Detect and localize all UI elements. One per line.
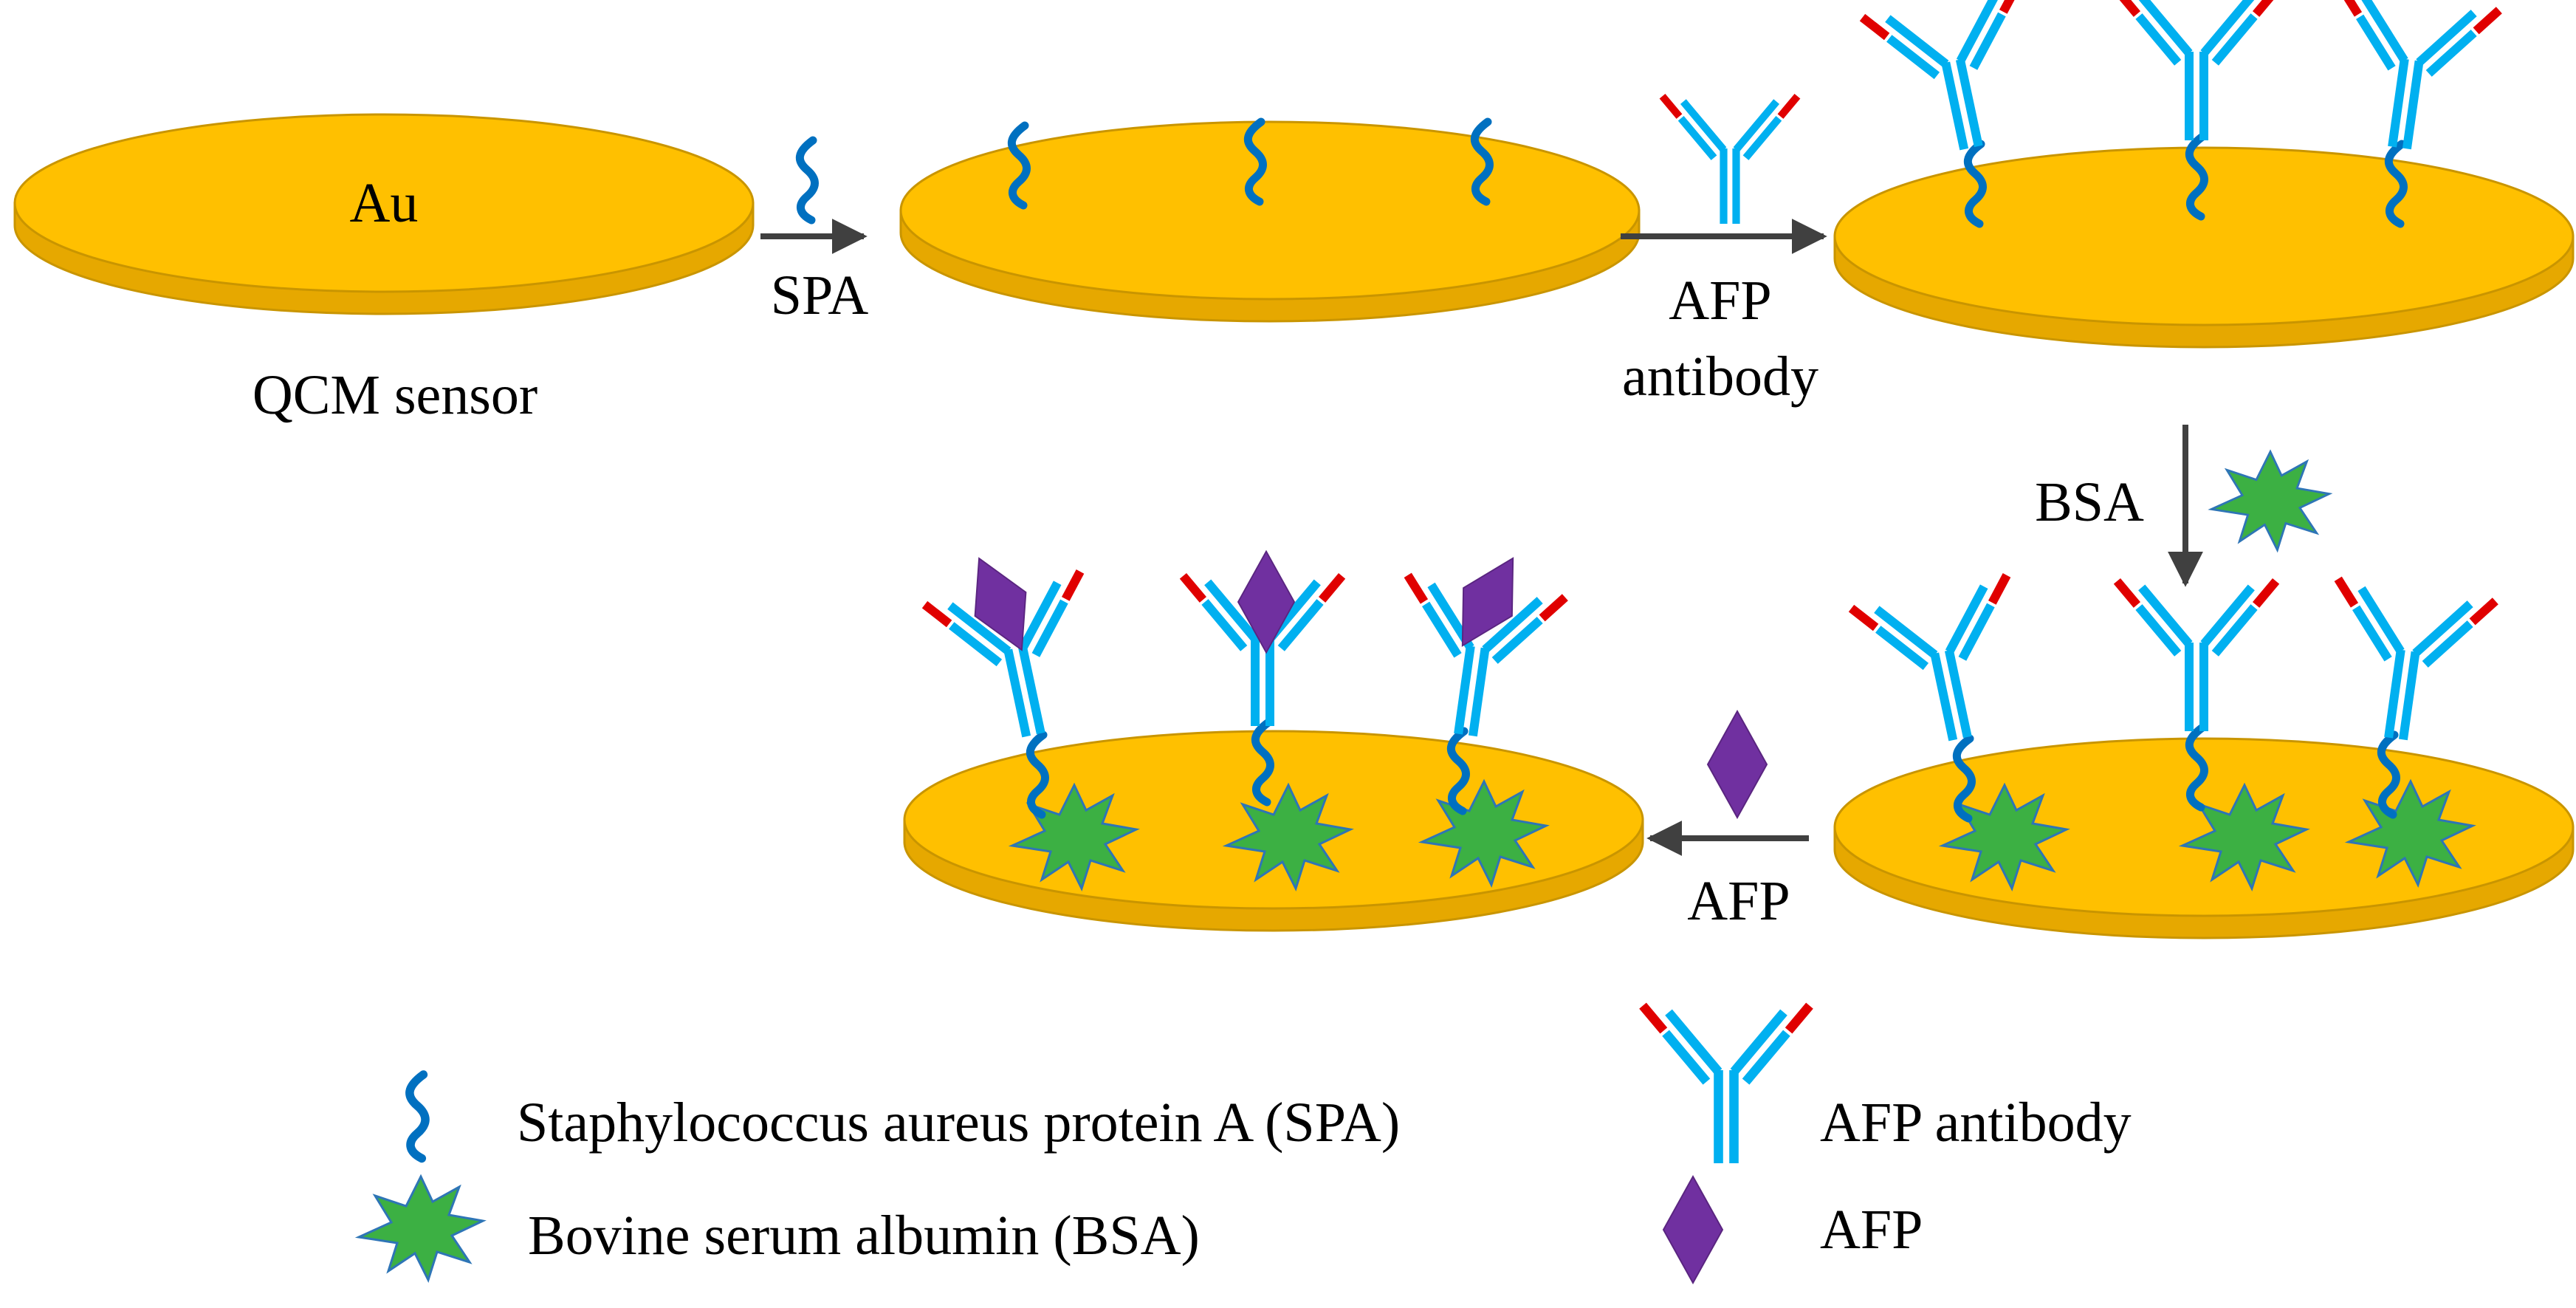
legend: Staphylococcus aureus protein A (SPA) Bo… [357,993,2132,1284]
legend-antibody-icon [1639,993,1813,1163]
antibody-icon [2113,569,2280,731]
step1-label: SPA [771,264,869,326]
bsa-icon [2210,451,2331,552]
antibody-icon [2313,566,2501,750]
step2-label-line2: antibody [1622,346,1818,408]
gold-label: Au [350,172,419,234]
legend-antibody-label: AFP antibody [1820,1092,2132,1154]
legend-afp-label: AFP [1820,1199,1923,1261]
legend-spa-icon [410,1075,425,1158]
antibody-icon [2317,0,2504,160]
antibody-icon [1856,0,2053,165]
legend-spa-label: Staphylococcus aureus protein A (SPA) [517,1092,1400,1154]
sensor-label: QCM sensor [253,364,537,426]
step2-label-line1: AFP [1669,270,1771,332]
spa-icon [800,140,814,220]
afp-icon [1707,711,1768,818]
step3-label: BSA [2035,471,2144,533]
antibody-icon [2113,0,2280,140]
legend-afp-icon [1663,1176,1723,1284]
legend-bsa-label: Bovine serum albumin (BSA) [528,1205,1200,1267]
legend-bsa-icon [357,1175,484,1281]
antibody-icon [1659,86,1801,224]
step4-label: AFP [1687,870,1790,932]
antibody-icon [1845,562,2041,756]
